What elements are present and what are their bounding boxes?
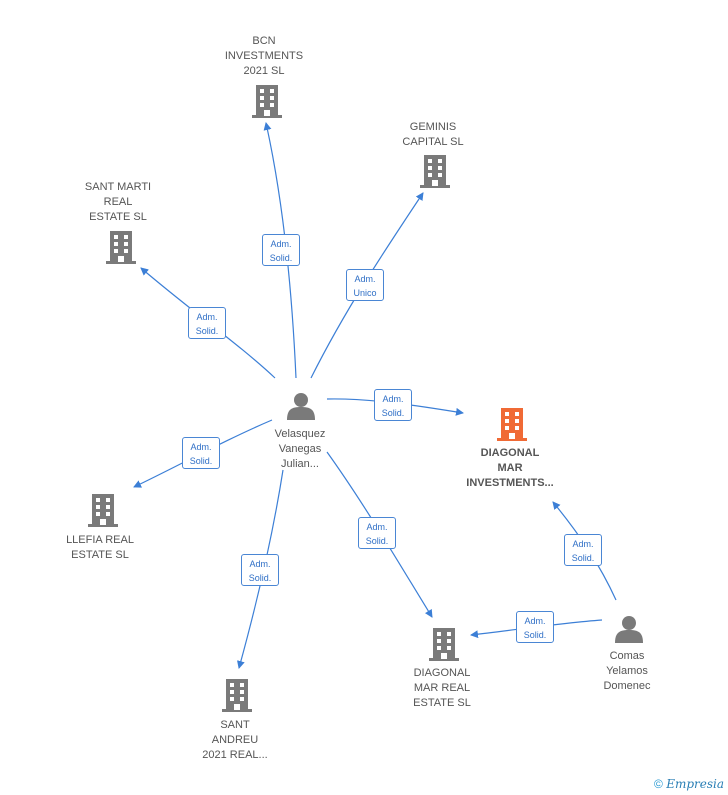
edge-label[interactable]: Adm. Solid. (241, 554, 279, 586)
edge-label[interactable]: Adm. Solid. (358, 517, 396, 549)
brand-logo: Empresia (666, 777, 724, 791)
footer-brand[interactable]: © Empresia (654, 777, 724, 791)
node-label-velasquez[interactable]: Velasquez Vanegas Julian... (274, 428, 326, 470)
node-label-diagonal-mar-real-estate[interactable]: DIAGONAL MAR REAL ESTATE SL (413, 667, 471, 709)
edge-label[interactable]: Adm. Solid. (188, 307, 226, 339)
node-label-sant-marti[interactable]: SANT MARTI REAL ESTATE SL (84, 181, 152, 223)
node-label-sant-andreu[interactable]: SANT ANDREU 2021 REAL... (202, 719, 268, 761)
building-icon-highlight[interactable] (497, 408, 527, 441)
node-label-llefia[interactable]: LLEFIA REAL ESTATE SL (66, 534, 134, 561)
node-label-diagonal-mar-investments[interactable]: DIAGONAL MAR INVESTMENTS... (466, 447, 554, 489)
building-icon[interactable] (429, 628, 459, 661)
building-icon[interactable] (222, 679, 252, 712)
person-icon[interactable] (287, 393, 315, 420)
building-icon[interactable] (106, 231, 136, 264)
building-icon[interactable] (88, 494, 118, 527)
node-label-comas[interactable]: Comas Yelamos Domenec (603, 650, 651, 692)
edge-label[interactable]: Adm. Solid. (516, 611, 554, 643)
building-icon[interactable] (252, 85, 282, 118)
edge-label[interactable]: Adm. Solid. (182, 437, 220, 469)
edge-label[interactable]: Adm. Unico (346, 269, 384, 301)
building-icon[interactable] (420, 155, 450, 188)
edge-label[interactable]: Adm. Solid. (262, 234, 300, 266)
icons-layer (88, 85, 643, 712)
copyright-icon: © (654, 777, 663, 791)
edge-label[interactable]: Adm. Solid. (564, 534, 602, 566)
node-label-bcn[interactable]: BCN INVESTMENTS 2021 SL (224, 35, 304, 77)
edge-label[interactable]: Adm. Solid. (374, 389, 412, 421)
person-icon[interactable] (615, 616, 643, 643)
node-label-geminis[interactable]: GEMINIS CAPITAL SL (402, 121, 464, 148)
